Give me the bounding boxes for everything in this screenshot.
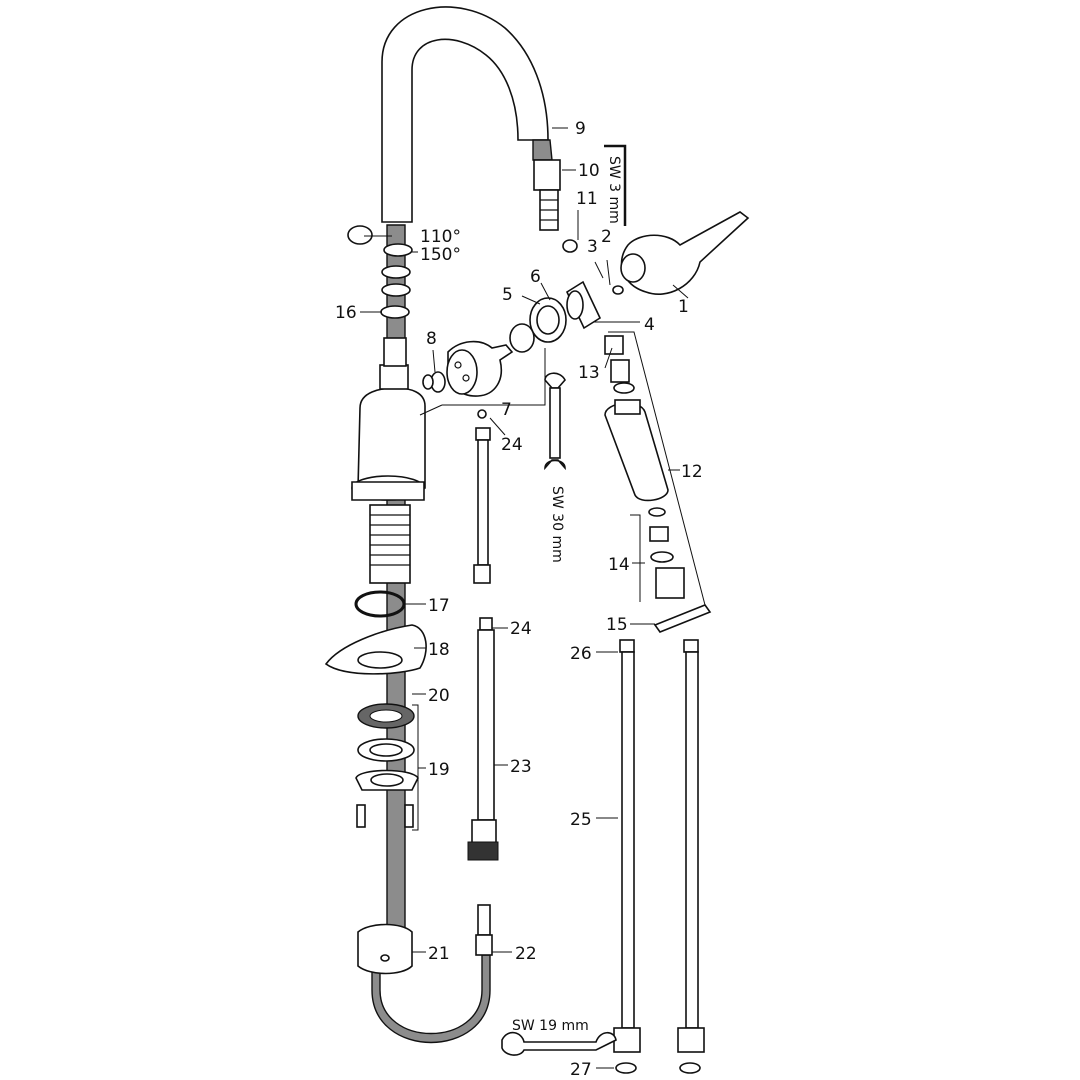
label-part-22: 22 — [515, 944, 537, 964]
label-part-20: 20 — [428, 686, 450, 706]
cartridge — [446, 340, 514, 397]
hose-connector — [533, 159, 561, 231]
wrench-sw30: SW 30 mm — [544, 372, 566, 563]
cap-sleeve — [565, 280, 602, 330]
label-part-16: 16 — [335, 303, 357, 323]
label-part-14: 14 — [608, 555, 630, 575]
label-part-5: 5 — [502, 285, 513, 305]
label-part-11: 11 — [576, 189, 598, 209]
label-part-9: 9 — [575, 119, 586, 139]
label-part-8: 8 — [426, 329, 437, 349]
washer-19 — [355, 738, 419, 791]
swivel-limiter — [347, 225, 413, 319]
grub-screw — [612, 285, 624, 295]
label-part-4: 4 — [644, 315, 655, 335]
label-part-15: 15 — [606, 615, 628, 635]
label-angle-110: 110° — [420, 227, 461, 247]
label-part-21: 21 — [428, 944, 450, 964]
spray-clip — [653, 604, 712, 633]
label-part-2: 2 — [601, 227, 612, 247]
label-part-18: 18 — [428, 640, 450, 660]
hex-key-tool: SW 3 mm — [604, 144, 627, 226]
label-part-3: 3 — [587, 237, 598, 257]
hose-weight — [357, 923, 413, 975]
label-part-17: 17 — [428, 596, 450, 616]
retainer-ring — [422, 371, 446, 393]
label-part-13: 13 — [578, 363, 600, 383]
mixer-body — [351, 337, 426, 501]
spray-head-body — [604, 399, 669, 502]
label-part-6: 6 — [530, 267, 541, 287]
aerator-set — [648, 507, 685, 599]
bonnet-nut — [529, 297, 567, 343]
label-part-25: 25 — [570, 810, 592, 830]
connector-hose-24 — [473, 409, 491, 584]
label-part-10: 10 — [578, 161, 600, 181]
hex-key-label: SW 3 mm — [606, 156, 622, 224]
label-part-26: 26 — [570, 644, 592, 664]
label-part-7: 7 — [501, 400, 512, 420]
fixing-bolts — [356, 804, 414, 828]
supply-hose-right — [677, 639, 705, 1074]
spray-head-adapter — [604, 335, 635, 394]
gasket-20 — [357, 703, 415, 729]
wrench-sw19: SW 19 mm — [501, 1018, 617, 1056]
horseshoe-plate — [324, 624, 427, 675]
wrench-19-label: SW 19 mm — [512, 1018, 589, 1034]
hose-end-fitting — [475, 904, 493, 956]
wrench-30-label: SW 30 mm — [549, 486, 565, 563]
handle-lever — [620, 211, 750, 295]
supply-hose-left — [613, 639, 641, 1074]
label-part-19: 19 — [428, 760, 450, 780]
label-part-24-upper: 24 — [501, 435, 523, 455]
spout — [381, 6, 553, 223]
leader-lines — [360, 127, 689, 1069]
label-part-1: 1 — [678, 297, 689, 317]
label-angle-150: 150° — [420, 245, 461, 265]
threaded-shank — [369, 504, 411, 584]
label-part-27: 27 — [570, 1060, 592, 1080]
part-labels: 1 2 3 4 5 6 7 8 9 10 11 12 13 14 15 16 1… — [335, 119, 703, 1080]
label-part-12: 12 — [681, 462, 703, 482]
group-brackets — [412, 331, 706, 831]
connection-hose-23 — [467, 617, 499, 861]
flow-restrictor — [562, 239, 578, 253]
threaded-ring — [509, 323, 535, 353]
label-part-23: 23 — [510, 757, 532, 777]
label-part-24-lower: 24 — [510, 619, 532, 639]
